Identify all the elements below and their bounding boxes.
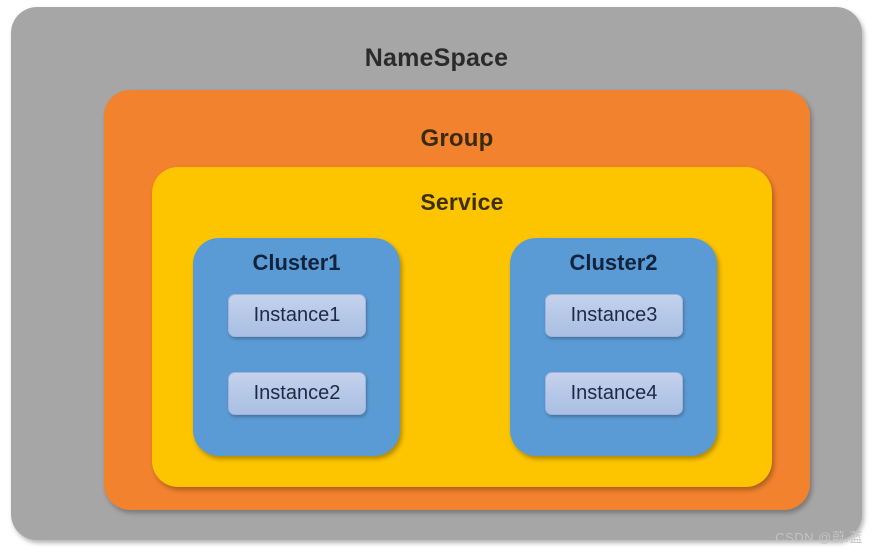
instance-label: Instance3 (570, 304, 658, 326)
cluster-box: Cluster1 Instance1 Instance2 (193, 238, 400, 456)
csdn-watermark: CSDN @蔚.蓝 (775, 530, 863, 545)
group-container: Group Service Cluster1 Instance1 Instanc… (104, 90, 810, 510)
group-label: Group (420, 125, 494, 152)
instance-label: Instance2 (253, 382, 341, 404)
instance-box: Instance1 (228, 294, 366, 337)
instance-box: Instance3 (545, 294, 683, 337)
namespace-label: NameSpace (364, 44, 509, 72)
instance-box: Instance2 (228, 372, 366, 415)
instance-label: Instance4 (570, 382, 658, 404)
cluster-label: Cluster1 (252, 250, 341, 275)
service-container: Service Cluster1 Instance1 Instance2 Clu… (152, 167, 772, 487)
cluster-label: Cluster2 (569, 250, 658, 275)
service-label: Service (420, 189, 504, 215)
instance-box: Instance4 (545, 372, 683, 415)
cluster-box: Cluster2 Instance3 Instance4 (510, 238, 717, 456)
instance-label: Instance1 (253, 304, 341, 326)
namespace-container: NameSpace Group Service Cluster1 Instanc… (11, 7, 862, 540)
